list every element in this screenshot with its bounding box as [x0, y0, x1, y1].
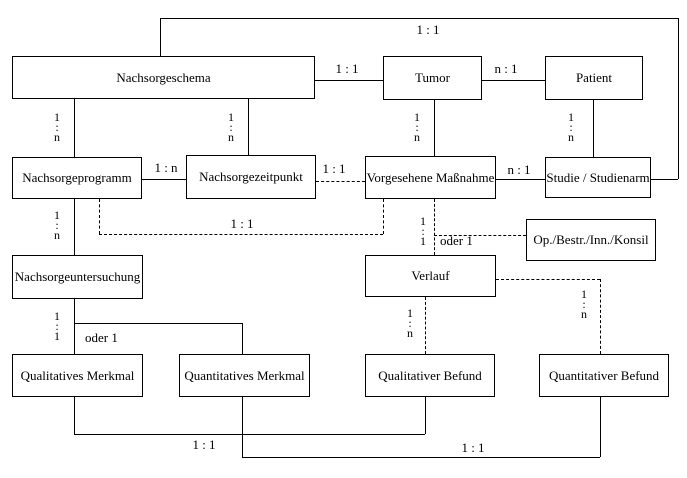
cardinality-bottom: n	[568, 130, 574, 144]
dashed-connector-verlauf-qualbefund	[425, 297, 426, 354]
cardinality-schema-zeitpunkt: 1 : n	[228, 110, 234, 144]
entity-verlauf: Verlauf	[365, 255, 496, 297]
cardinality-bottom: n	[581, 307, 587, 321]
connector-untersuchung-quantmerkmal-h	[74, 323, 242, 324]
cardinality-sep: :	[415, 120, 419, 134]
cardinality-schema-tumor: 1 : 1	[333, 61, 361, 77]
connector-tumor-patient	[482, 80, 545, 81]
cardinality-sep: :	[55, 120, 59, 134]
cardinality-top: 1	[420, 214, 426, 228]
cardinality-massnahme-verlauf: 1 : 1	[420, 214, 426, 248]
cardinality-sep: :	[421, 224, 425, 238]
cardinality-sep: :	[229, 120, 233, 134]
entity-nachsorgeprogramm: Nachsorgeprogramm	[12, 157, 142, 199]
cardinality-bottom: 1	[54, 329, 60, 343]
cardinality-bottom: n	[54, 228, 60, 242]
cardinality-sep: :	[55, 218, 59, 232]
connector-untersuchung-qualmerkmal	[74, 299, 75, 354]
cardinality-befund-bus: 1 : 1	[459, 440, 487, 456]
cardinality-bottom: n	[228, 130, 234, 144]
cardinality-sep: :	[569, 120, 573, 134]
label-oder1-untersuchung: oder 1	[85, 330, 118, 345]
cardinality-programm-zeitpunkt: 1 : n	[152, 160, 180, 176]
connector-quantmerkmal-bus2	[242, 397, 243, 457]
connector-untersuchung-quantmerkmal-v	[242, 323, 243, 354]
entity-qualitatives-merkmal: Qualitatives Merkmal	[12, 354, 143, 397]
entity-nachsorgeuntersuchung: Nachsorgeuntersuchung	[12, 255, 143, 299]
cardinality-programm-untersuchung: 1 : n	[54, 208, 60, 242]
cardinality-sep: :	[55, 319, 59, 333]
cardinality-top: 1	[407, 306, 413, 320]
cardinality-sep: :	[408, 316, 412, 330]
cardinality-bottom: n	[54, 130, 60, 144]
cardinality-top: 1	[228, 110, 234, 124]
cardinality-bottom: 1	[420, 234, 426, 248]
entity-tumor: Tumor	[383, 56, 482, 100]
connector-studie-right-riser	[678, 18, 679, 179]
connector-tumor-massnahme	[434, 100, 435, 156]
cardinality-schema-programm: 1 : n	[54, 110, 60, 144]
connector-patient-studie	[593, 100, 594, 157]
cardinality-massnahme-studie: n : 1	[505, 162, 533, 178]
dashed-connector-programm-massnahme-rail	[99, 234, 383, 235]
entity-nachsorgeschema: Nachsorgeschema	[12, 56, 315, 99]
cardinality-top: 1	[54, 110, 60, 124]
dashed-connector-rail-massnahme-up	[383, 199, 384, 234]
cardinality-tumor-massnahme: 1 : n	[414, 110, 420, 144]
dashed-connector-massnahme-verlauf	[434, 199, 435, 255]
cardinality-top: 1	[581, 287, 587, 301]
entity-nachsorgezeitpunkt: Nachsorgezeitpunkt	[186, 155, 316, 199]
cardinality-patient-studie: 1 : n	[568, 110, 574, 144]
entity-qualitativer-befund: Qualitativer Befund	[365, 354, 495, 397]
cardinality-top: 1	[54, 208, 60, 222]
entity-op-bestr-inn-konsil: Op./Bestr./Inn./Konsil	[526, 219, 656, 261]
entity-quantitatives-merkmal: Quantitatives Merkmal	[179, 354, 310, 397]
cardinality-sep: :	[582, 297, 586, 311]
cardinality-programm-massnahme: 1 : 1	[228, 216, 256, 232]
cardinality-tumor-patient: n : 1	[492, 61, 520, 77]
dashed-connector-verlauf-quantbefund-v	[600, 279, 601, 354]
dashed-connector-massnahme-opkonsil	[434, 235, 526, 236]
cardinality-zeitpunkt-massnahme: 1 : 1	[320, 161, 348, 177]
cardinality-schema-studie-top: 1 : 1	[414, 22, 442, 38]
connector-qualmerkmal-bus1	[74, 397, 75, 434]
connector-schema-zeitpunkt	[248, 99, 249, 155]
label-oder1-massnahme: oder 1	[440, 233, 473, 248]
cardinality-top: 1	[54, 309, 60, 323]
entity-quantitativer-befund: Quantitativer Befund	[539, 354, 669, 397]
cardinality-untersuchung-merkmal: 1 : 1	[54, 309, 60, 343]
entity-vorgesehene-massnahme: Vorgesehene Maßnahme	[365, 156, 496, 199]
connector-bus1	[74, 434, 425, 435]
connector-schema-top-riser	[160, 18, 161, 56]
entity-patient: Patient	[545, 56, 643, 100]
cardinality-top: 1	[414, 110, 420, 124]
cardinality-verlauf-qualbefund: 1 : n	[407, 306, 413, 340]
dashed-connector-programm-rail-down	[99, 199, 100, 234]
cardinality-merkmal-bus: 1 : 1	[190, 437, 218, 453]
cardinality-bottom: n	[407, 326, 413, 340]
entity-studie-studienarm: Studie / Studienarm	[545, 157, 651, 198]
cardinality-bottom: n	[414, 130, 420, 144]
connector-schema-tumor	[315, 80, 383, 81]
connector-quantbefund-bus2	[600, 397, 601, 457]
connector-schema-studie-top-rail	[160, 18, 678, 19]
connector-programm-untersuchung	[74, 199, 75, 255]
cardinality-top: 1	[568, 110, 574, 124]
connector-qualbefund-bus1	[425, 397, 426, 434]
cardinality-verlauf-quantbefund: 1 : n	[581, 287, 587, 321]
connector-studie-right-stub	[651, 179, 678, 180]
dashed-connector-verlauf-quantbefund-h	[496, 279, 600, 280]
dashed-connector-zeitpunkt-massnahme	[316, 181, 365, 182]
connector-massnahme-studie	[496, 179, 545, 180]
connector-programm-zeitpunkt	[142, 179, 186, 180]
connector-schema-programm	[74, 99, 75, 157]
connector-bus2	[242, 457, 600, 458]
